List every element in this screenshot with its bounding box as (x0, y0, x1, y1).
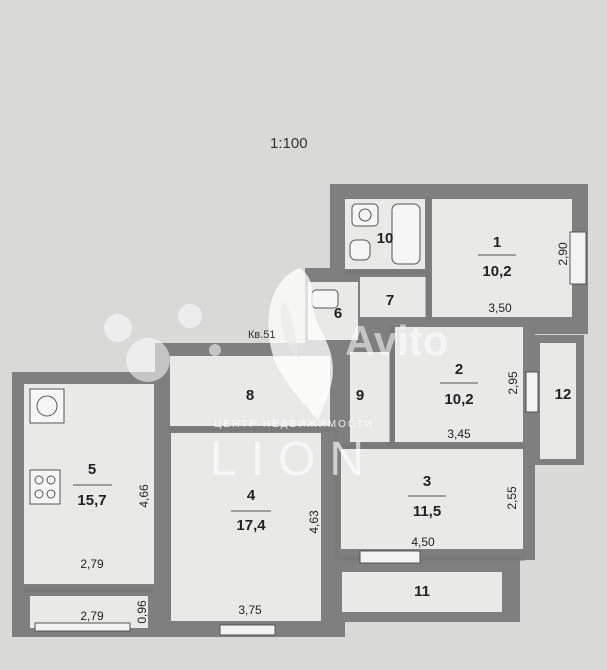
room1-width: 3,50 (488, 301, 512, 315)
room-area-3: 11,5 (413, 503, 441, 520)
kitchen-fixtures (29, 388, 65, 505)
room-number-7: 7 (386, 292, 394, 309)
room3-width: 4,50 (411, 535, 435, 549)
room-number-4: 4 (247, 487, 256, 504)
bathroom-fixtures (311, 203, 421, 309)
room-area-4: 17,4 (236, 517, 266, 534)
windows (34, 231, 587, 636)
dimension-labels: 3,50 2,90 3,45 2,95 4,50 2,55 3,75 4,63 … (80, 242, 570, 624)
room-number-6: 6 (334, 305, 342, 322)
avito-watermark: Avito (345, 317, 448, 364)
room4-width: 3,75 (238, 603, 262, 617)
lion-head-icon (268, 268, 333, 420)
room-labels: 10 1 10,2 7 6 Кв.51 2 10,2 12 8 9 5 15,7… (73, 230, 571, 600)
room-number-12: 12 (555, 386, 572, 403)
room-area-2: 10,2 (444, 391, 473, 408)
room-area-5: 15,7 (77, 492, 106, 509)
room-number-9: 9 (356, 387, 364, 404)
room-number-3: 3 (423, 473, 431, 490)
room-number-11: 11 (414, 583, 430, 600)
room-area-1: 10,2 (482, 263, 511, 280)
room2-width: 3,45 (447, 427, 471, 441)
brand-name: LION (210, 433, 378, 486)
room-number-1: 1 (493, 234, 501, 251)
room5-width-lower: 2,79 (80, 609, 104, 623)
apartment-label: Кв.51 (248, 329, 276, 341)
room-number-2: 2 (455, 361, 463, 378)
room3-depth: 2,55 (505, 486, 519, 510)
room-number-5: 5 (88, 461, 96, 478)
room1-depth: 2,90 (556, 242, 570, 266)
scale-label: 1:100 (270, 135, 308, 152)
room2-depth: 2,95 (506, 371, 520, 395)
room5-depth: 4,66 (137, 484, 151, 508)
room5-width-upper: 2,79 (80, 557, 104, 571)
room4-depth: 4,63 (307, 510, 321, 534)
room-floors (24, 199, 576, 628)
brand-subtitle: ЦЕНТР НЕДВИЖИМОСТИ (214, 419, 374, 430)
room5-niche-depth: 0,96 (135, 600, 149, 624)
watermark: Avito ЦЕНТР НЕДВИЖИМОСТИ LION (104, 268, 448, 486)
room-number-10: 10 (377, 230, 394, 247)
room-number-8: 8 (246, 387, 254, 404)
avito-logo (104, 304, 221, 382)
